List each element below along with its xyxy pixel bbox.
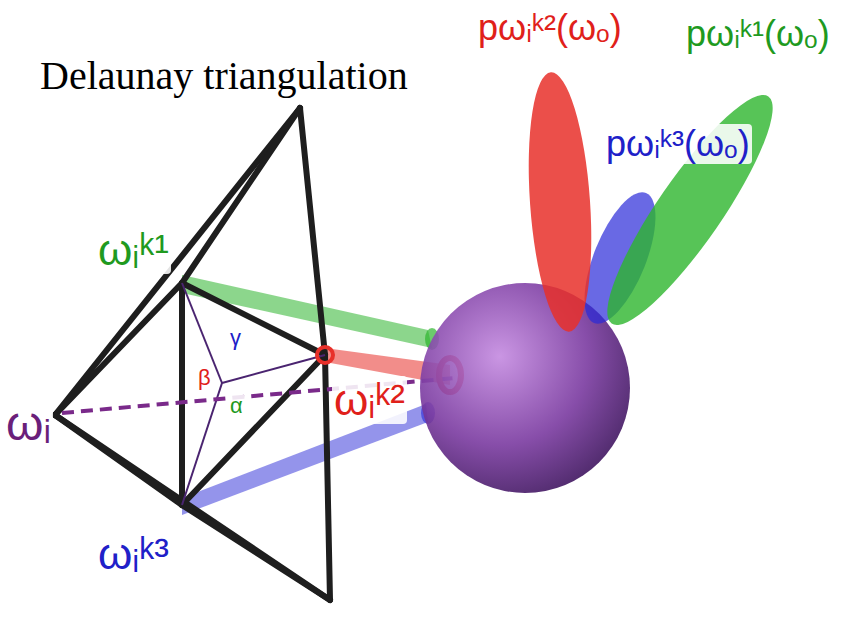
mesh-edge [182, 355, 325, 505]
direction-label: ωᵢ [4, 398, 53, 451]
mesh-edge [300, 108, 325, 355]
red-marker [317, 347, 333, 363]
green-beam [182, 275, 432, 348]
mesh-edge [55, 283, 182, 415]
delaunay-mesh [55, 108, 330, 600]
weight-label: α [228, 394, 245, 418]
mesh-edge [179, 283, 185, 505]
red-lobe [521, 70, 599, 334]
mesh-edge [325, 355, 330, 600]
mesh-edge [55, 415, 330, 600]
lobe-label: pωᵢᵏ²(ωₒ) [476, 8, 624, 48]
lobe-label: pωᵢᵏ¹(ωₒ) [684, 14, 832, 54]
title: Delaunay triangulation [40, 54, 408, 98]
green-lobe [585, 78, 794, 342]
mesh-edge [182, 505, 330, 600]
lobe-label: pωᵢᵏ³(ωₒ) [604, 124, 752, 164]
mesh-edge [182, 108, 300, 283]
mesh-edge [182, 283, 325, 355]
weight-label: γ [228, 326, 243, 350]
direction-label: ωᵢᵏ³ [96, 530, 171, 578]
weight-label: β [196, 366, 213, 390]
bary-line [222, 355, 325, 383]
mesh-edge [55, 415, 182, 505]
mesh-edge [55, 108, 300, 415]
direction-label: ωᵢᵏ¹ [96, 226, 171, 274]
direction-label: ωᵢᵏ² [332, 376, 407, 424]
